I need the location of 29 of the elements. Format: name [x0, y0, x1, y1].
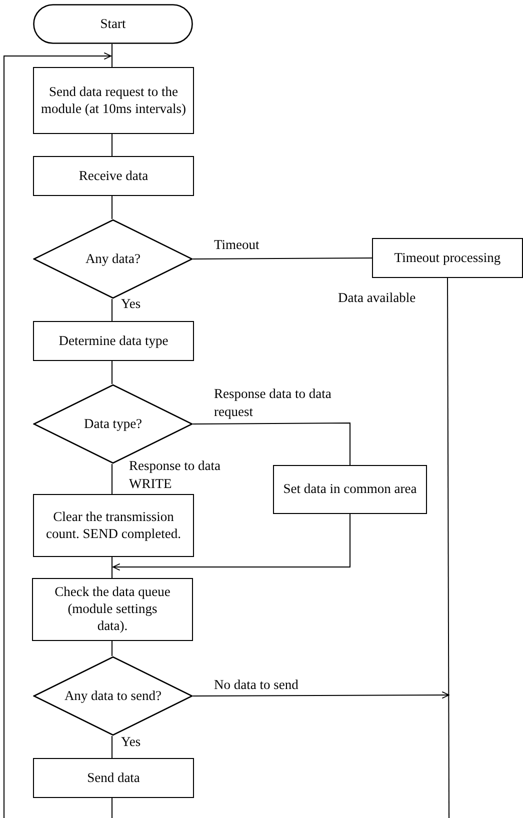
node-label: Data type?	[82, 416, 144, 432]
process-box	[372, 238, 523, 278]
process-box	[32, 578, 193, 641]
connector-line	[447, 278, 450, 818]
arrow	[4, 52, 112, 818]
process-box	[33, 156, 194, 196]
arrow	[112, 514, 350, 571]
node-label: Determine data type	[58, 332, 170, 350]
node-label: Any data?	[84, 250, 142, 268]
process-box	[33, 321, 194, 361]
process-box	[33, 758, 194, 798]
node-label: Timeout processing	[393, 250, 502, 266]
node-label: Send data request to the module (at 10ms intervals)	[40, 84, 188, 118]
process-box	[273, 465, 427, 514]
node-label: Receive data	[78, 168, 150, 184]
connector-line	[192, 422, 350, 466]
start-terminal	[33, 4, 193, 44]
node-label: Set data in common area	[282, 481, 418, 498]
decision-diamond	[33, 656, 193, 736]
connector-line	[192, 258, 372, 260]
node-label: Send data	[86, 770, 141, 786]
process-box	[33, 67, 194, 134]
decision-diamond	[33, 219, 193, 299]
node-label: Any data to send?	[63, 688, 163, 704]
node-label: Check the data queue (module settings data).	[54, 584, 172, 635]
node-label: Clear the transmission count. SEND completed.	[45, 508, 182, 542]
arrow	[192, 691, 450, 699]
process-box	[33, 494, 194, 557]
node-label: Start	[99, 16, 127, 32]
